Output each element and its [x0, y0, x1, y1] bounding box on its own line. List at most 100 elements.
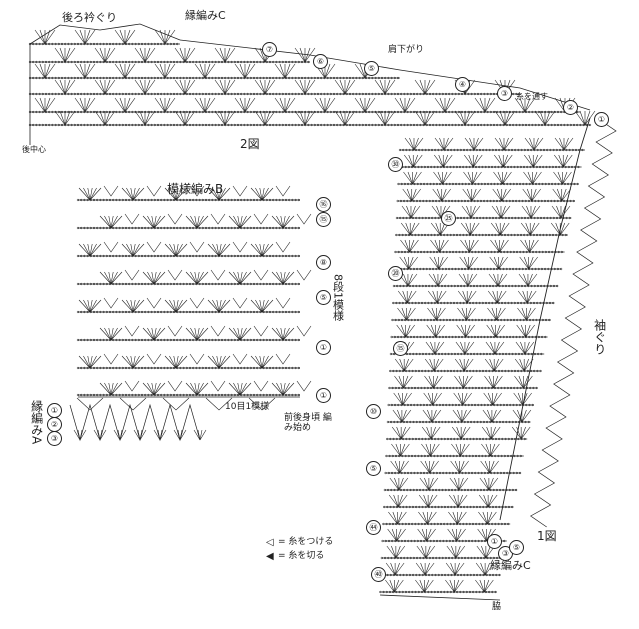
fan-stitch [449, 579, 455, 593]
chain-stitch [297, 366, 300, 370]
fan-stitch [558, 154, 564, 168]
chain-stitch [512, 182, 515, 186]
chain-stitch [86, 338, 89, 342]
chain-stitch [489, 110, 492, 114]
fan-stitch [490, 341, 496, 355]
fan-stitch [456, 528, 466, 542]
chain-stitch [32, 60, 35, 64]
chain-stitch [491, 437, 494, 441]
chain-stitch [236, 110, 240, 114]
chain-stitch [478, 454, 481, 458]
chain-stitch [188, 226, 192, 230]
chain-stitch [388, 454, 391, 458]
chain-stitch [401, 590, 404, 594]
fan-stitch [531, 188, 541, 202]
fan-stitch [487, 290, 498, 304]
chain-stitch [364, 123, 368, 127]
chain-stitch [420, 165, 423, 169]
fan-stitch [425, 545, 431, 559]
chain-stitch [498, 488, 502, 492]
chain-stitch [458, 182, 461, 186]
chain-stitch [441, 92, 444, 96]
fan-stitch [397, 290, 408, 304]
chain-stitch [204, 310, 208, 314]
chain-stitch [408, 437, 411, 441]
chain-stitch [540, 335, 544, 339]
fan-stitch [515, 341, 526, 355]
fan-stitch [482, 511, 488, 525]
chain-stitch [477, 182, 480, 186]
chain-stitch [444, 352, 447, 356]
chain-stitch [198, 338, 201, 342]
fan-stitch [484, 562, 490, 576]
chain-stitch [570, 165, 574, 169]
chain-stitch [418, 148, 421, 152]
chain-stitch [150, 60, 153, 64]
chain-stitch [435, 556, 438, 560]
fan-stitch [430, 239, 440, 253]
fan-stitch [394, 579, 404, 593]
chain-stitch [443, 437, 446, 441]
chain-stitch [475, 216, 479, 220]
chain-stitch [551, 165, 554, 169]
chain-stitch [483, 123, 486, 127]
chain-stitch [60, 60, 64, 64]
fan-stitch [483, 392, 493, 406]
fan-stitch [255, 243, 263, 257]
chain-stitch [556, 123, 560, 127]
fan-stitch [259, 355, 263, 369]
fan-stitch [259, 47, 266, 63]
chain-stitch [465, 590, 468, 594]
chain-stitch [515, 110, 518, 114]
chain-stitch [429, 539, 432, 543]
chain-stitch [554, 182, 557, 186]
fan-stitch [554, 137, 565, 151]
fan-stitch [520, 426, 531, 440]
fan-stitch [110, 327, 118, 341]
fan-stitch [488, 477, 494, 491]
chain-stitch [517, 284, 520, 288]
fan-stitch [406, 188, 413, 202]
chain-stitch [407, 386, 410, 390]
chain-stitch [409, 403, 413, 407]
chain-stitch [233, 123, 236, 127]
chain-stitch [220, 198, 224, 202]
chain-stitch [256, 338, 259, 342]
chain-stitch [108, 254, 112, 258]
chain-stitch [515, 335, 518, 339]
chain-stitch [83, 282, 86, 286]
fan-stitch [483, 494, 489, 508]
chain-stitch [542, 165, 545, 169]
chain-stitch [537, 335, 541, 339]
chain-stitch [182, 60, 185, 64]
chain-stitch [294, 254, 297, 258]
fan-stitch [110, 271, 114, 285]
fan-stitch [224, 110, 236, 126]
fan-stitch [530, 205, 541, 219]
fan-stitch [219, 47, 226, 63]
fan-stitch [481, 528, 487, 542]
chain-stitch [398, 148, 402, 152]
chain-stitch [546, 148, 549, 152]
chain-stitch [86, 393, 89, 397]
fan-stitch [132, 243, 136, 257]
chain-stitch [355, 92, 358, 96]
chain-stitch [563, 182, 567, 186]
chain-stitch [265, 110, 268, 114]
chain-stitch [96, 393, 99, 397]
chain-stitch [329, 76, 332, 80]
chain-stitch [456, 216, 459, 220]
chain-stitch [76, 60, 80, 64]
chain-stitch [428, 123, 432, 127]
chain-stitch [227, 254, 230, 258]
chain-stitch [443, 505, 447, 509]
fan-stitch [481, 443, 491, 457]
chain-stitch [224, 366, 227, 370]
chain-stitch [505, 123, 508, 127]
chain-stitch [419, 182, 423, 186]
chain-stitch [76, 198, 80, 202]
fan-stitch [179, 429, 183, 441]
chain-stitch [387, 403, 390, 407]
fan-stitch [458, 477, 469, 491]
